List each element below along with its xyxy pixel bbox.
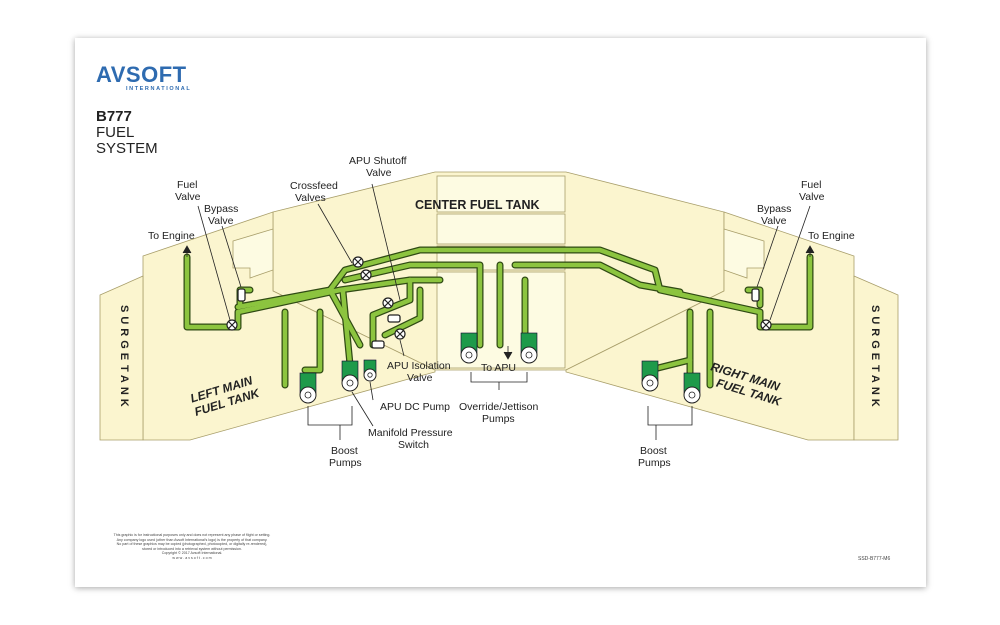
copyright-disclaimer: This graphic is for instructional purpos…	[113, 533, 271, 560]
center-tank-line-right	[512, 262, 683, 295]
svg-text:Valve: Valve	[208, 215, 234, 227]
override-jettison-pump-icon	[460, 332, 478, 364]
title-aircraft: B777	[96, 108, 132, 125]
svg-text:Pumps: Pumps	[638, 457, 671, 469]
apu-dc-pump-label: APU DC Pump	[380, 401, 450, 413]
svg-text:Valve: Valve	[407, 372, 433, 384]
left-bypass-valve-icon	[237, 288, 246, 302]
title-line-fuel: FUEL	[96, 124, 135, 141]
logo-subtitle: INTERNATIONAL	[126, 86, 192, 92]
right-fuel-valve-label: Fuel	[801, 179, 821, 191]
apu-shutoff-valve-label: APU Shutoff	[349, 155, 407, 167]
override-jettison-pump-icon	[520, 332, 538, 364]
left-manifold-line	[235, 277, 443, 330]
override-jettison-pumps-label: Override/Jettison	[459, 401, 539, 413]
crossfeed-valve-icon	[360, 269, 372, 281]
pumps	[299, 332, 701, 404]
svg-text:TANK: TANK	[118, 365, 130, 411]
left-to-engine-label: To Engine	[148, 230, 195, 242]
apu-isolation-valve-label: APU Isolation	[387, 360, 451, 372]
left-fuel-valve-label: Fuel	[177, 179, 197, 191]
crossfeed-valve-icon	[352, 256, 364, 268]
svg-text:Valves: Valves	[295, 192, 326, 204]
svg-text:Valve: Valve	[799, 191, 825, 203]
right-bypass-valve-label: Bypass	[757, 203, 791, 215]
svg-text:Valve: Valve	[366, 167, 392, 179]
left-bypass-valve-label: Bypass	[204, 203, 238, 215]
center-tank-label: CENTER FUEL TANK	[415, 198, 540, 212]
left-surge-tank	[99, 275, 144, 441]
center-tank-inner-strip	[436, 175, 566, 213]
page-title: B777 FUEL SYSTEM	[96, 109, 158, 157]
leader-lines	[182, 183, 815, 440]
right-surge-tank	[853, 275, 899, 441]
left-engine-feed-line	[184, 254, 241, 330]
center-tank-line-left	[342, 262, 483, 348]
left-boost-pump-line-2	[302, 309, 323, 373]
svg-text:SURGE: SURGE	[869, 305, 881, 364]
apu-isolation-line	[370, 277, 413, 348]
right-tank-inner-panel	[723, 228, 765, 279]
left-surge-tank-label: SURGE TANK	[118, 305, 130, 411]
right-boost-pumps-label: Boost	[640, 445, 667, 457]
manifold-pressure-switch-label: Manifold Pressure	[368, 427, 453, 439]
fuel-lines	[184, 247, 813, 391]
right-to-engine-label: To Engine	[808, 230, 855, 242]
apu-isolation-valve-icon	[394, 328, 406, 340]
right-fuel-valve-icon	[760, 319, 772, 331]
left-tank-inner-panel	[232, 228, 274, 279]
svg-text:SURGE: SURGE	[118, 305, 130, 364]
avsoft-logo: AVSOFT INTERNATIONAL	[96, 62, 226, 96]
svg-text:Valve: Valve	[761, 215, 787, 227]
svg-text:Switch: Switch	[398, 439, 429, 451]
left-boost-pump-icon	[299, 372, 317, 404]
right-surge-tank-label: SURGE TANK	[869, 305, 881, 411]
crossfeed-main-line	[235, 247, 813, 330]
valves	[226, 256, 772, 349]
right-boost-pump-icon	[683, 372, 701, 404]
crossfeed-valves-label: Crossfeed	[290, 180, 338, 192]
apu-shutoff-valve-icon	[382, 297, 394, 309]
apu-dc-pump-icon	[363, 359, 377, 382]
center-tank-inner-strip	[436, 213, 566, 245]
svg-text:Pumps: Pumps	[482, 413, 515, 425]
to-apu-label: To APU	[481, 362, 516, 374]
right-bypass-valve-icon	[751, 288, 760, 302]
right-boost-pump-icon	[641, 360, 659, 392]
left-fuel-valve-icon	[226, 319, 238, 331]
apu-shutoff-line	[382, 287, 423, 338]
callout-labels: Fuel Valve Bypass Valve To Engine Crossf…	[148, 155, 855, 469]
left-boost-pump-icon	[341, 360, 359, 392]
check-valve-icon	[387, 314, 401, 323]
logo-wordmark: AVSOFT	[96, 62, 187, 87]
svg-text:Valve: Valve	[175, 191, 201, 203]
title-line-system: SYSTEM	[96, 140, 158, 157]
svg-text:Pumps: Pumps	[329, 457, 362, 469]
document-id: SSD-B777-M6	[858, 556, 891, 562]
left-boost-pumps-label: Boost	[331, 445, 358, 457]
check-valve-icon	[371, 340, 385, 349]
svg-text:TANK: TANK	[869, 365, 881, 411]
